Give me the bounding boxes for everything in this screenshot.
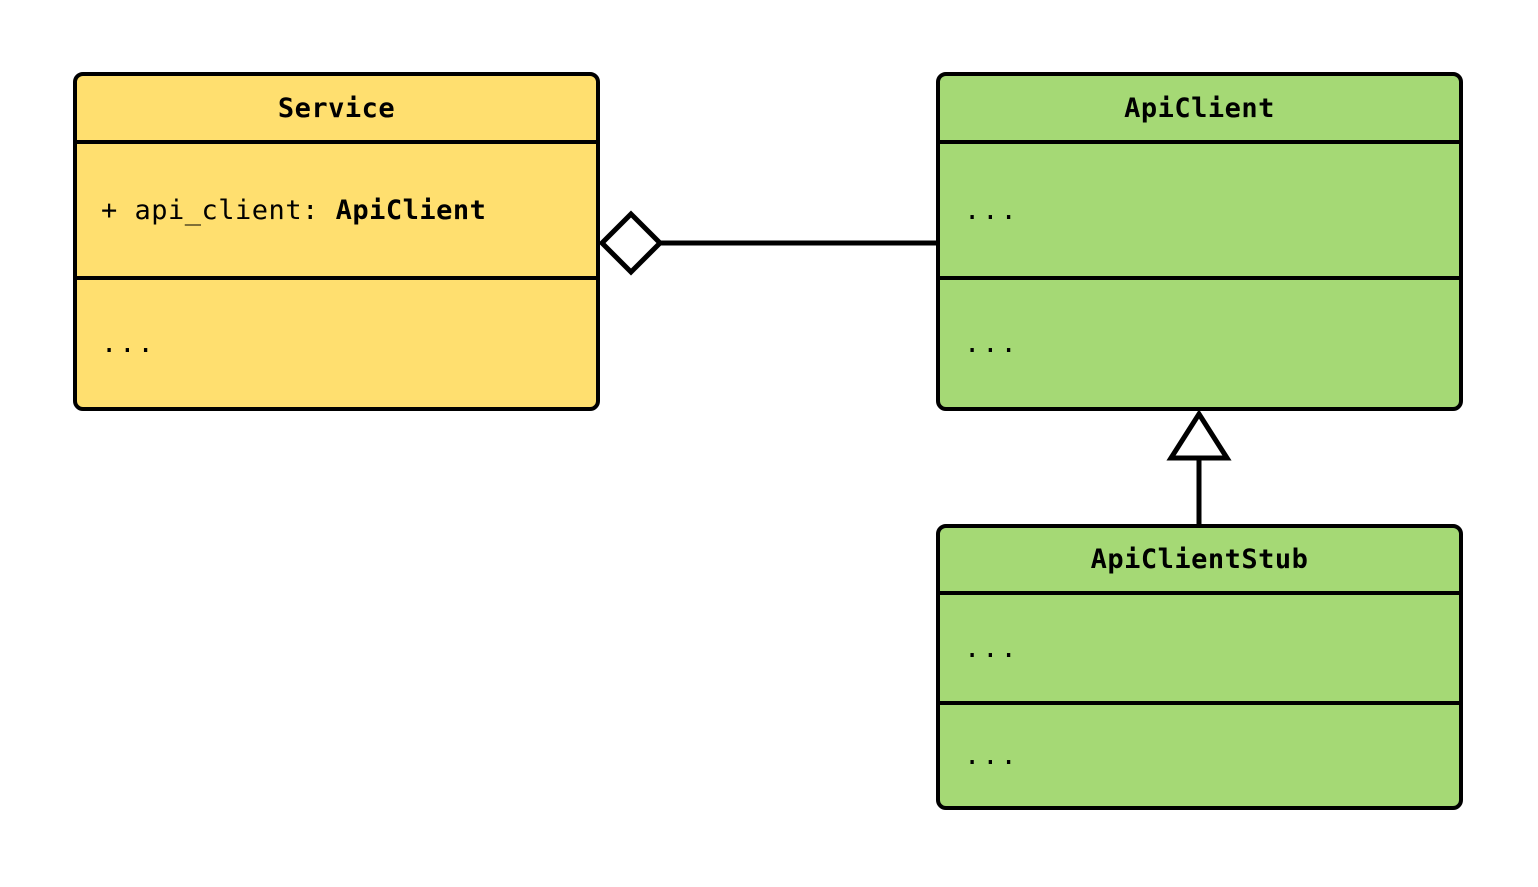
operations-placeholder: ...	[101, 328, 156, 359]
hollow-diamond-icon	[598, 210, 664, 276]
uml-class-service[interactable]: Service + api_client: ApiClient ...	[73, 72, 600, 411]
class-operations-apiclientstub: ...	[940, 701, 1459, 806]
hollow-triangle-icon	[1166, 409, 1232, 461]
class-title-service: Service	[277, 92, 396, 124]
attribute-separator: :	[302, 194, 336, 226]
operations-placeholder: ...	[964, 328, 1019, 359]
class-title-apiclient: ApiClient	[1124, 92, 1275, 124]
attribute-type: ApiClient	[335, 194, 487, 226]
attribute-name: api_client	[134, 194, 303, 226]
class-attributes-service: + api_client: ApiClient	[77, 140, 596, 276]
attributes-placeholder: ...	[964, 632, 1019, 664]
attribute-row-api-client: + api_client: ApiClient	[101, 195, 486, 226]
attributes-placeholder: ...	[964, 194, 1019, 226]
aggregation-edge-service-apiclient[interactable]	[598, 210, 936, 276]
class-operations-service: ...	[77, 276, 596, 407]
class-attributes-apiclientstub: ...	[940, 591, 1459, 701]
attribute-visibility: +	[101, 194, 135, 226]
operations-placeholder: ...	[964, 740, 1019, 771]
generalization-edge-apiclientstub-apiclient[interactable]	[1166, 409, 1232, 524]
class-title-apiclientstub: ApiClientStub	[1090, 544, 1309, 575]
class-operations-apiclient: ...	[940, 276, 1459, 407]
uml-class-apiclientstub[interactable]: ApiClientStub ... ...	[936, 524, 1463, 810]
uml-class-apiclient[interactable]: ApiClient ... ...	[936, 72, 1463, 411]
class-attributes-apiclient: ...	[940, 140, 1459, 276]
